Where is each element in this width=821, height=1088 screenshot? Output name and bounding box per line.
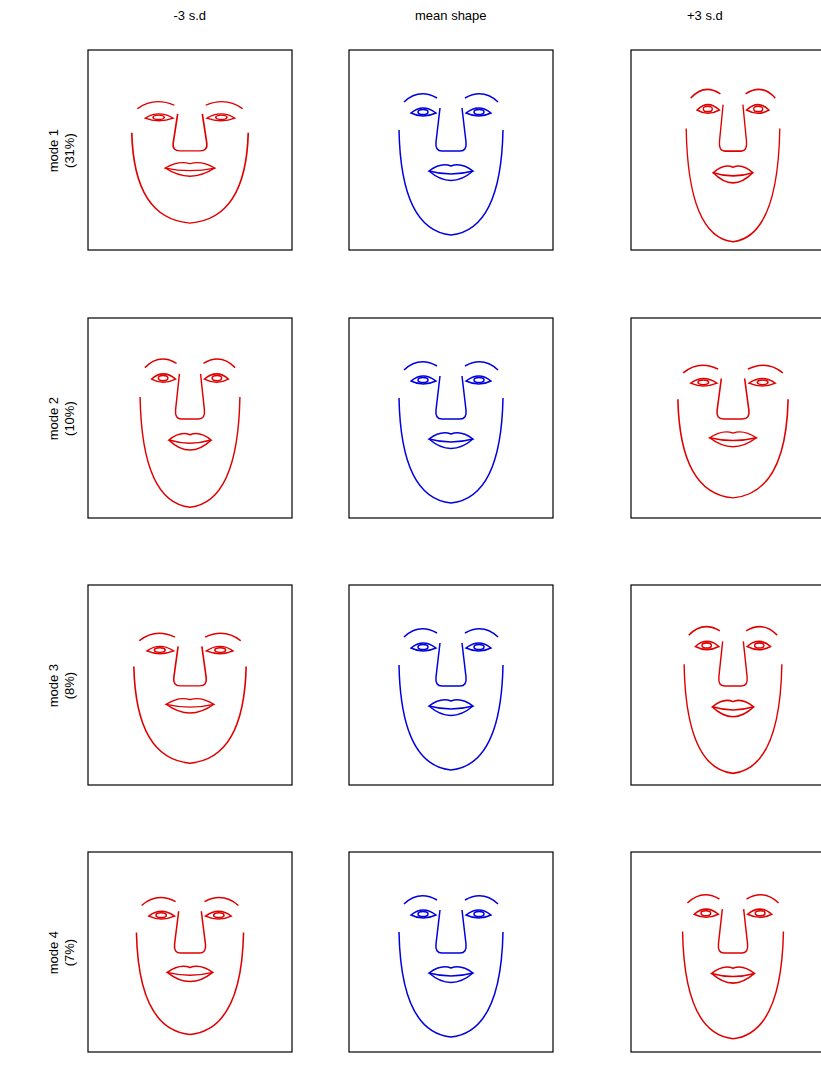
- column-heading: -3 s.d: [174, 8, 207, 24]
- column-heading: mean shape: [415, 8, 487, 24]
- column-heading: +3 s.d: [687, 8, 723, 24]
- mode-label: mode 4 (7%): [46, 928, 77, 976]
- mode-label: mode 1 (31%): [46, 126, 77, 174]
- mode-label: mode 3 (8%): [46, 661, 77, 709]
- mode-label: mode 2 (10%): [46, 394, 77, 442]
